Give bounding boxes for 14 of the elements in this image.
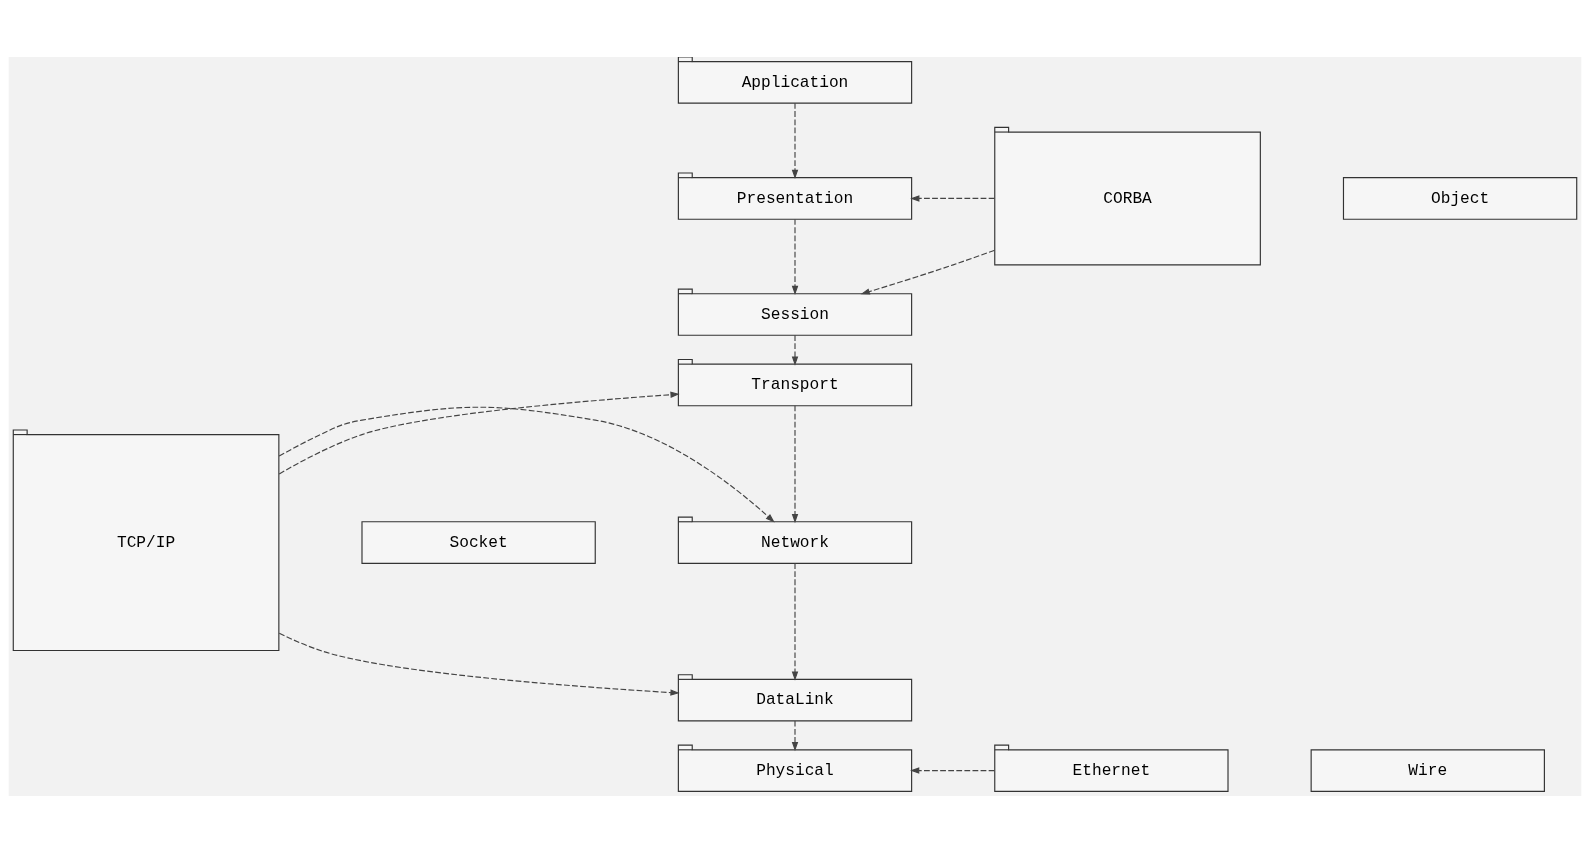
arrow: [278, 391, 680, 474]
arrow: [910, 766, 995, 774]
node-box: Object: [1342, 176, 1578, 220]
arrow: [791, 719, 799, 751]
arrow: [791, 562, 799, 681]
arrow: [791, 218, 799, 295]
node-box: Wire: [1310, 748, 1545, 792]
arrow: [791, 404, 799, 523]
arrow: [791, 334, 799, 366]
arrow: [278, 632, 680, 696]
node-box: Socket: [361, 520, 596, 564]
arrow: [860, 249, 996, 295]
arrow: [910, 194, 996, 202]
arrow: [791, 102, 799, 179]
